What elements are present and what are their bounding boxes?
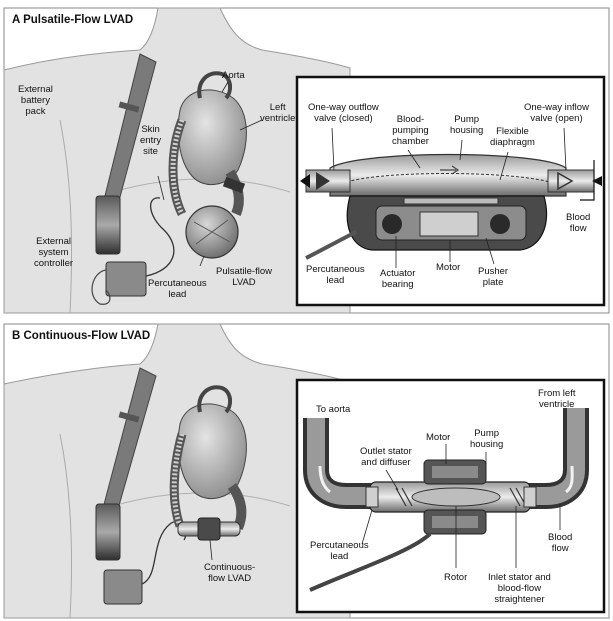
label-rotor: Rotor	[444, 572, 467, 583]
controller-b	[104, 570, 142, 604]
label-left-ventricle: Left ventricle	[260, 102, 295, 124]
battery-pack-b	[96, 504, 120, 560]
label-blood-flow-a: Blood flow	[566, 212, 590, 234]
label-percutaneous-lead-inset-a: Percutaneous lead	[306, 264, 365, 286]
battery-pack-a	[96, 196, 120, 254]
label-motor-a: Motor	[436, 262, 460, 273]
label-flexible-diaphragm: Flexible diaphragm	[490, 126, 535, 148]
label-to-aorta: To aorta	[316, 404, 350, 415]
pump-housing-top	[330, 155, 566, 197]
label-percutaneous-lead-a: Percutaneous lead	[148, 278, 207, 300]
label-pump-housing-b: Pump housing	[470, 428, 503, 450]
label-outlet-stator: Outlet stator and diffuser	[360, 446, 412, 468]
panel-a-title: A Pulsatile-Flow LVAD	[12, 14, 133, 26]
label-motor-b: Motor	[426, 432, 450, 443]
label-blood-flow-b: Blood flow	[548, 532, 572, 554]
label-outflow-valve: One-way outflow valve (closed)	[308, 102, 379, 124]
panel-b-title: B Continuous-Flow LVAD	[12, 330, 150, 342]
pusher-plate-shape	[404, 198, 498, 204]
label-continuous-lvad: Continuous- flow LVAD	[204, 562, 255, 584]
label-actuator-bearing: Actuator bearing	[380, 268, 415, 290]
label-pulsatile-lvad: Pulsatile-flow LVAD	[216, 266, 272, 288]
rotor-shape	[412, 488, 500, 506]
label-pusher-plate: Pusher plate	[478, 266, 508, 288]
heart-a	[178, 90, 246, 185]
label-aorta: Aorta	[222, 70, 245, 81]
label-blood-chamber: Blood- pumping chamber	[392, 114, 429, 147]
controller-a	[106, 262, 146, 296]
label-skin-entry-site: Skin entry site	[140, 124, 161, 157]
label-battery-pack: External battery pack	[18, 84, 53, 117]
label-system-controller: External system controller	[34, 236, 73, 269]
label-percutaneous-lead-inset-b: Percutaneous lead	[310, 540, 369, 562]
label-from-left-ventricle: From left ventricle	[538, 388, 575, 410]
label-inlet-stator: Inlet stator and blood-flow straightener	[488, 572, 551, 605]
label-pump-housing-a: Pump housing	[450, 114, 483, 136]
label-inflow-valve: One-way inflow valve (open)	[524, 102, 589, 124]
